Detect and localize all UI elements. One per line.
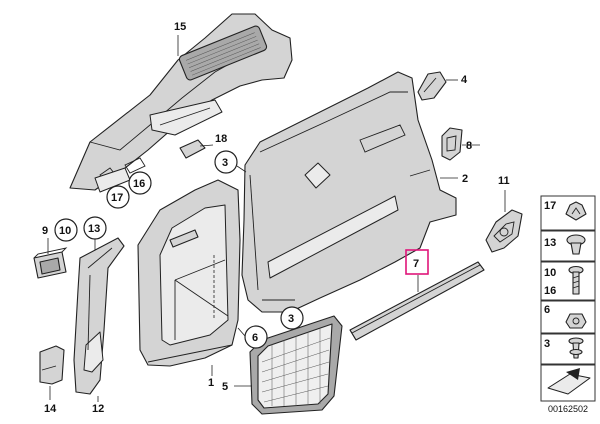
- callout-10-circle: 10: [54, 218, 78, 242]
- callout-4: 4: [461, 74, 468, 86]
- part-2-side-panel: [241, 71, 457, 313]
- legend-16: 16: [544, 285, 556, 297]
- part-15-upper-trim: [69, 13, 293, 193]
- callout-5: 5: [222, 381, 228, 393]
- part-1-storage-frame: [137, 179, 241, 367]
- callout-17-circle: 17: [106, 185, 130, 209]
- callout-12: 12: [92, 403, 104, 415]
- part-8-bracket: [441, 127, 463, 161]
- clip-17-icon: [565, 201, 587, 221]
- document-id: 00162502: [548, 404, 588, 414]
- svg-text:3: 3: [222, 157, 228, 169]
- legend-3: 3: [544, 338, 550, 350]
- callout-13-circle: 13: [83, 216, 107, 240]
- part-7-strip: [349, 261, 485, 341]
- callout-6-circle: 6: [244, 325, 268, 349]
- callout-18: 18: [215, 133, 227, 145]
- svg-text:17: 17: [111, 192, 123, 204]
- callout-9: 9: [42, 225, 48, 237]
- svg-text:3: 3: [288, 313, 294, 325]
- legend-17: 17: [544, 200, 556, 212]
- callout-11: 11: [498, 175, 510, 187]
- callout-3-upper-circle: 3: [214, 150, 238, 174]
- legend-6: 6: [544, 304, 550, 316]
- part-11-clip-bracket: [485, 209, 523, 253]
- view-arrow-icon: [547, 373, 591, 395]
- svg-text:10: 10: [59, 225, 71, 237]
- callout-1: 1: [208, 377, 214, 389]
- callout-14: 14: [44, 403, 57, 415]
- nut-clip-icon: [565, 313, 587, 329]
- callout-7: 7: [413, 258, 419, 270]
- part-14-small-bracket: [39, 345, 65, 385]
- legend-13: 13: [544, 237, 556, 249]
- callout-3-lower-circle: 3: [280, 306, 304, 330]
- callout-15: 15: [174, 21, 186, 33]
- part-13-trim-pillar: [73, 237, 125, 395]
- callout-7-highlight-box: [405, 249, 429, 275]
- svg-text:13: 13: [88, 223, 100, 235]
- callout-16-circle: 16: [128, 171, 152, 195]
- part-18-clip: [179, 139, 206, 159]
- svg-text:16: 16: [133, 178, 145, 190]
- legend-10: 10: [544, 267, 556, 279]
- callout-8: 8: [466, 140, 472, 152]
- part-5-cargo-net: [249, 315, 343, 415]
- fastener-legend: 17 13 10 16 6 3: [540, 195, 596, 402]
- part-9-square-clip: [33, 247, 68, 279]
- svg-text:6: 6: [252, 332, 258, 344]
- part-4-cap: [417, 71, 447, 101]
- callout-2: 2: [462, 173, 468, 185]
